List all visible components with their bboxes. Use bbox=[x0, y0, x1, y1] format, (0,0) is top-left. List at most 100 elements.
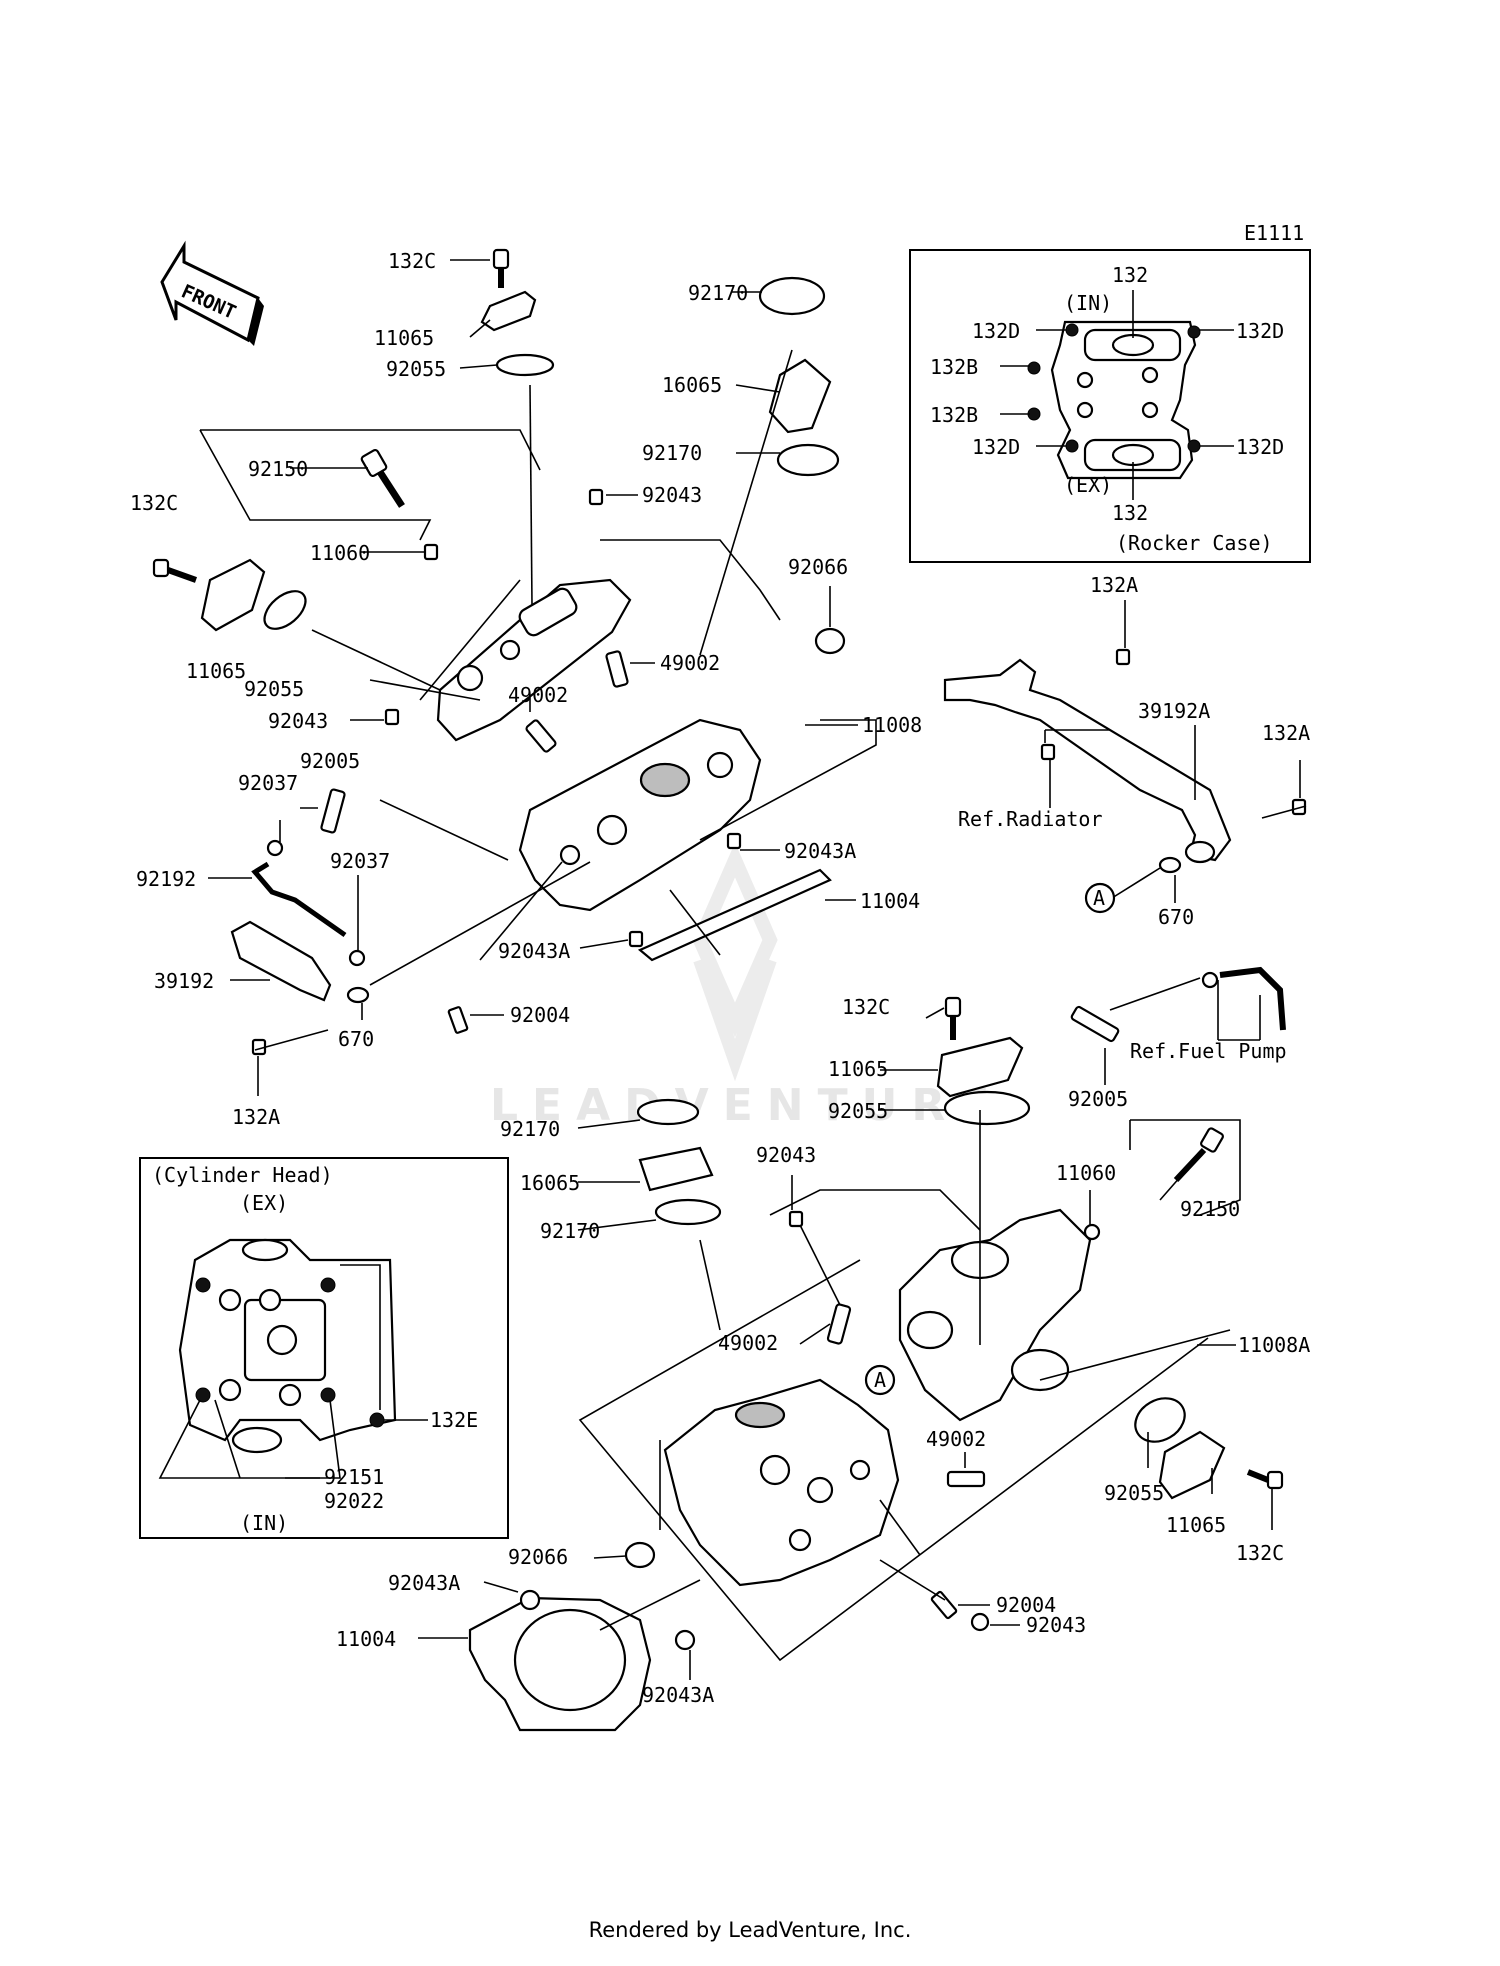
rocker-case-drawing bbox=[1027, 320, 1201, 480]
callout-11065-center: 11065 bbox=[828, 1057, 888, 1081]
callout-92043-front-top: 92043 bbox=[642, 483, 702, 507]
callout-39192a: 39192A bbox=[1138, 699, 1210, 723]
callout-92005-front: 92005 bbox=[300, 749, 360, 773]
cover-plate-top bbox=[480, 248, 555, 377]
rocker-in-label: (IN) bbox=[1064, 291, 1112, 315]
stud-92004-icon bbox=[447, 1006, 469, 1034]
pin-92043a-a-icon bbox=[726, 832, 742, 850]
callout-92043a-front-b: 92043A bbox=[498, 939, 570, 963]
callout-132c-rear: 132C bbox=[1236, 1541, 1284, 1565]
rear-head-parts bbox=[418, 996, 1284, 1732]
callout-670-left: 670 bbox=[338, 1027, 374, 1051]
fitting-49002-a-icon bbox=[605, 650, 629, 688]
callout-11004-rear: 11004 bbox=[336, 1627, 396, 1651]
pin-92043-rear-icon bbox=[970, 1612, 990, 1632]
pin-92043-rear-top-icon bbox=[788, 1210, 804, 1228]
callout-92066-front: 92066 bbox=[788, 555, 848, 579]
rocker-label-132d-br: 132D bbox=[1236, 435, 1284, 459]
callout-labels: 132C 11065 92055 92150 132C 11060 11065 … bbox=[130, 249, 1310, 1707]
clamp-92037-b-icon bbox=[348, 949, 366, 967]
callout-marker-a-right: A bbox=[1093, 886, 1105, 910]
intake-boot-front bbox=[758, 276, 840, 477]
callout-132c-left: 132C bbox=[130, 491, 178, 515]
callout-92037-a: 92037 bbox=[238, 771, 298, 795]
rocker-case-inset: 132 (IN) 132D 132D 132B 132B 132D 132D (… bbox=[909, 249, 1311, 563]
callout-92055-left: 92055 bbox=[244, 677, 304, 701]
callout-11004-front: 11004 bbox=[860, 889, 920, 913]
callout-92005-right: 92005 bbox=[1068, 1087, 1128, 1111]
callout-11060-rear: 11060 bbox=[1056, 1161, 1116, 1185]
callout-ref-fuel-pump: Ref.Fuel Pump bbox=[1130, 1039, 1287, 1063]
rocker-label-132d-bl: 132D bbox=[972, 435, 1020, 459]
marker-a-rear-icon bbox=[864, 1364, 896, 1396]
rocker-case-caption: (Rocker Case) bbox=[1116, 531, 1273, 555]
callout-92043-front: 92043 bbox=[268, 709, 328, 733]
front-leader-lines bbox=[208, 259, 858, 1096]
callout-132a-right: 132A bbox=[1262, 721, 1310, 745]
rocker-label-132-bottom: 132 bbox=[1112, 501, 1148, 525]
callout-92055-rear: 92055 bbox=[1104, 1481, 1164, 1505]
callout-92004-front: 92004 bbox=[510, 1003, 570, 1027]
rocker-label-132-top: 132 bbox=[1112, 263, 1148, 287]
callout-49002-front-a: 49002 bbox=[660, 651, 720, 675]
clamp-92037-a-icon bbox=[266, 839, 284, 857]
cyl-head-caption: (Cylinder Head) bbox=[152, 1163, 333, 1187]
callout-ref-radiator: Ref.Radiator bbox=[958, 807, 1103, 831]
cylinder-head-front bbox=[518, 627, 846, 912]
front-head-parts bbox=[152, 248, 877, 1096]
callout-16065-front: 16065 bbox=[662, 373, 722, 397]
footer-credit: Rendered by LeadVenture, Inc. bbox=[588, 1918, 912, 1942]
pipe-92005-icon bbox=[320, 788, 346, 834]
callout-92066-rear: 92066 bbox=[508, 1545, 568, 1569]
rocker-label-132b-1: 132B bbox=[930, 355, 978, 379]
rocker-label-132b-2: 132B bbox=[930, 403, 978, 427]
head-gasket-front bbox=[637, 868, 832, 962]
cyl-head-ex-label: (EX) bbox=[240, 1191, 288, 1215]
callout-132c-top: 132C bbox=[388, 249, 436, 273]
callout-132c-center: 132C bbox=[842, 995, 890, 1019]
callout-11065-top: 11065 bbox=[374, 326, 434, 350]
front-arrow-icon: FRONT bbox=[160, 240, 264, 346]
o-ring-670-icon bbox=[346, 986, 370, 1004]
watermark-text: LEADVENTURE bbox=[490, 1080, 1003, 1131]
rocker-label-132d-tl: 132D bbox=[972, 319, 1020, 343]
fitting-39192-icon bbox=[230, 920, 332, 1002]
rocker-ex-label: (EX) bbox=[1064, 473, 1112, 497]
plug-92066-rear-icon bbox=[624, 1541, 656, 1569]
bolt-radiator-icon bbox=[1040, 743, 1056, 761]
callout-670-right: 670 bbox=[1158, 905, 1194, 929]
callout-132a-top: 132A bbox=[1090, 573, 1138, 597]
pin-92043a-rear-a-icon bbox=[519, 1589, 541, 1611]
cyl-head-in-label: (IN) bbox=[240, 1511, 288, 1535]
cover-plate-left bbox=[152, 558, 307, 632]
watermark: LEADVENTURE bbox=[490, 842, 1003, 1131]
callout-16065-rear: 16065 bbox=[520, 1171, 580, 1195]
callout-11060-front: 11060 bbox=[310, 541, 370, 565]
plug-92066-icon bbox=[814, 627, 846, 655]
callout-92055-top: 92055 bbox=[386, 357, 446, 381]
callout-92192: 92192 bbox=[136, 867, 196, 891]
callout-92004-rear: 92004 bbox=[996, 1593, 1056, 1617]
dowel-11060-rear-icon bbox=[1083, 1223, 1101, 1241]
callout-11008a: 11008A bbox=[1238, 1333, 1310, 1357]
clamp-fuel-icon bbox=[1201, 971, 1219, 989]
cylinder-head-inset: (Cylinder Head) (EX) 132E 92151 92022 (I… bbox=[139, 1157, 509, 1539]
fitting-49002-rear-b-icon bbox=[946, 1470, 986, 1488]
o-ring-670-right-icon bbox=[1158, 856, 1182, 874]
cyl-head-label-92151: 92151 bbox=[324, 1465, 384, 1489]
callout-92055-center: 92055 bbox=[828, 1099, 888, 1123]
fitting-49002-rear-a-icon bbox=[826, 1303, 852, 1345]
callout-39192: 39192 bbox=[154, 969, 214, 993]
rocker-cover-rear bbox=[898, 1208, 1092, 1422]
pipe-92005-right-icon bbox=[1070, 1005, 1120, 1043]
rear-leader-lines bbox=[418, 1007, 1273, 1680]
callout-11065-left: 11065 bbox=[186, 659, 246, 683]
diagram-code: E1111 bbox=[1244, 221, 1304, 245]
radiator-pipe-group bbox=[943, 600, 1307, 1085]
pin-92043-b-icon bbox=[384, 708, 400, 726]
callout-49002-rear-a: 49002 bbox=[718, 1331, 778, 1355]
callout-marker-a-rear: A bbox=[874, 1368, 886, 1392]
bolt-132a-top-icon bbox=[1115, 648, 1131, 666]
